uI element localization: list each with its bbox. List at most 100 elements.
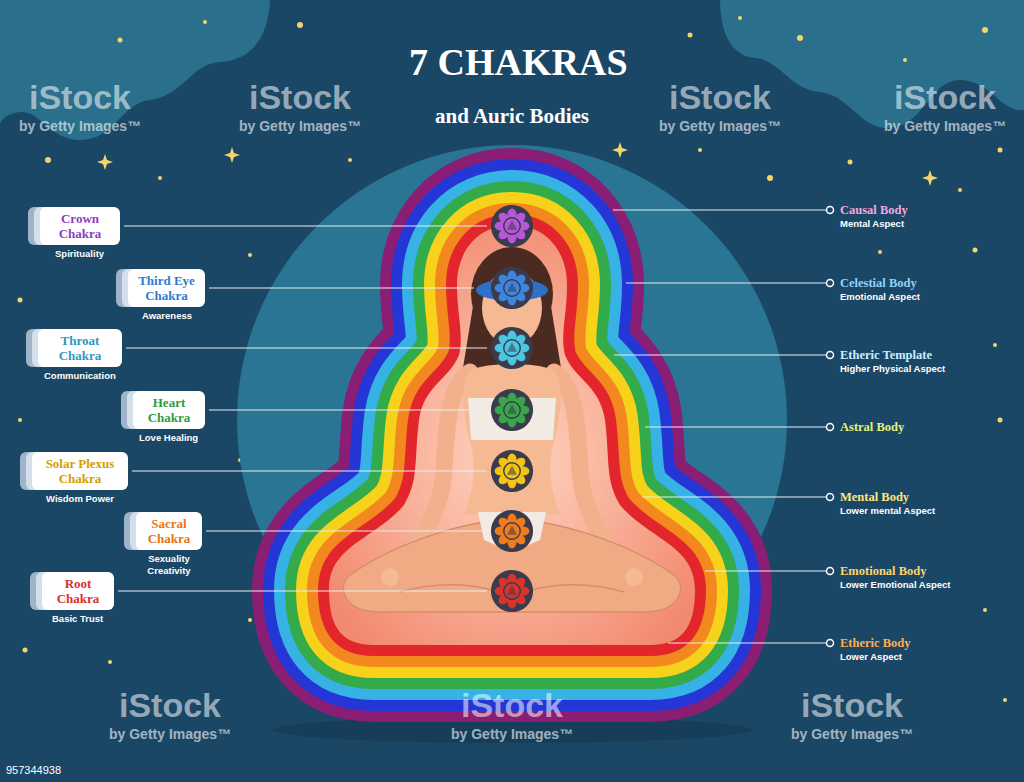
watermark: by Getty Images™ bbox=[109, 726, 231, 742]
aura-aspect: Lower mental Aspect bbox=[840, 505, 935, 517]
watermark: by Getty Images™ bbox=[451, 726, 573, 742]
star-dot bbox=[45, 157, 51, 163]
image-id: 957344938 bbox=[6, 764, 61, 777]
leader-dot bbox=[827, 494, 834, 501]
chakra-name: Throat Chakra bbox=[42, 333, 118, 363]
star-dot bbox=[738, 16, 742, 20]
chakra-label-box: Sacral Chakra bbox=[136, 512, 202, 550]
chakra-name: Root Chakra bbox=[46, 576, 110, 606]
watermark: by Getty Images™ bbox=[659, 118, 781, 134]
star-dot bbox=[698, 148, 702, 152]
star-dot bbox=[848, 160, 853, 165]
chakra-meaning: Awareness bbox=[142, 310, 192, 322]
star-sparkle bbox=[612, 142, 628, 158]
star-dot bbox=[348, 158, 352, 162]
crown-symbol bbox=[491, 205, 533, 247]
leader-line bbox=[126, 347, 487, 348]
aura-aspect: Lower Aspect bbox=[840, 651, 902, 663]
aura-name: Mental Body bbox=[840, 490, 909, 504]
chakra-meaning: Love Healing bbox=[139, 432, 198, 444]
chakra-name: Solar Plexus Chakra bbox=[36, 456, 124, 486]
star-dot bbox=[878, 250, 882, 254]
star-dot bbox=[18, 418, 22, 422]
chakra-name: Sacral Chakra bbox=[140, 516, 198, 546]
leader-line bbox=[124, 225, 487, 226]
hand bbox=[381, 568, 399, 586]
star-dot bbox=[797, 35, 803, 41]
aura-leaders bbox=[613, 210, 826, 643]
stars bbox=[18, 16, 1008, 702]
leader-line bbox=[613, 209, 826, 210]
leader-line bbox=[668, 642, 826, 643]
star-dot bbox=[158, 176, 162, 180]
watermark: iStock bbox=[119, 688, 221, 722]
watermark: iStock bbox=[894, 80, 996, 114]
leader-line bbox=[705, 570, 826, 571]
leader-line bbox=[614, 354, 826, 355]
chakra-node: Third Eye ChakraAwareness bbox=[128, 269, 205, 307]
star-dot bbox=[248, 253, 252, 257]
sacral-symbol bbox=[491, 510, 533, 552]
chakra-label-box: Crown Chakra bbox=[40, 207, 120, 245]
star-dot bbox=[983, 608, 987, 612]
leader-line bbox=[209, 409, 487, 410]
chakra-node: Solar Plexus ChakraWisdom Power bbox=[32, 452, 128, 490]
leader-dot bbox=[827, 352, 834, 359]
root-symbol bbox=[491, 570, 533, 612]
aura-name: Astral Body bbox=[840, 420, 904, 434]
aura-aspect: Mental Aspect bbox=[840, 218, 904, 230]
aura-aspect: Higher Physical Aspect bbox=[840, 363, 945, 375]
diagram-title: 7 CHAKRAS bbox=[409, 40, 628, 84]
aura-aspect: Emotional Aspect bbox=[840, 291, 920, 303]
watermark: iStock bbox=[29, 80, 131, 114]
star-dot bbox=[203, 20, 207, 24]
heart-symbol bbox=[491, 389, 533, 431]
chakra-name: Third Eye Chakra bbox=[132, 273, 201, 303]
leader-line bbox=[645, 426, 826, 427]
star-dot bbox=[118, 38, 123, 43]
subtitle: and Auric Bodies bbox=[435, 104, 589, 128]
star-dot bbox=[688, 33, 693, 38]
leader-dots bbox=[827, 207, 834, 647]
chakra-label-box: Heart Chakra bbox=[133, 391, 205, 429]
chakra-node: Root ChakraBasic Trust bbox=[42, 572, 114, 610]
star-dot bbox=[18, 298, 23, 303]
leader-line bbox=[626, 282, 826, 283]
star-dot bbox=[108, 660, 112, 664]
figure bbox=[343, 247, 681, 612]
watermark: by Getty Images™ bbox=[239, 118, 361, 134]
watermark: iStock bbox=[801, 688, 903, 722]
aura-name: Celestial Body bbox=[840, 276, 917, 290]
cloud bbox=[0, 0, 270, 140]
watermark: by Getty Images™ bbox=[884, 118, 1006, 134]
star-dot bbox=[958, 188, 962, 192]
star-dot bbox=[297, 22, 303, 28]
watermark: by Getty Images™ bbox=[19, 118, 141, 134]
star-dot bbox=[1003, 698, 1007, 702]
watermark: iStock bbox=[249, 80, 351, 114]
chakra-node: Crown ChakraSpirituality bbox=[40, 207, 120, 245]
leader-dot bbox=[827, 568, 834, 575]
star-sparkle bbox=[224, 147, 240, 163]
star-dot bbox=[998, 418, 1003, 423]
chakra-label-box: Third Eye Chakra bbox=[128, 269, 205, 307]
aura-name: Causal Body bbox=[840, 203, 908, 217]
leader-line bbox=[132, 470, 487, 471]
watermark: by Getty Images™ bbox=[791, 726, 913, 742]
backdrop-circle bbox=[237, 145, 787, 695]
torso bbox=[463, 364, 561, 515]
leader-dot bbox=[827, 280, 834, 287]
star-sparkle bbox=[922, 170, 938, 186]
chakra-meaning: Spirituality bbox=[55, 248, 104, 260]
leader-line bbox=[642, 496, 826, 497]
aura-name: Etheric Body bbox=[840, 636, 910, 650]
star-dot bbox=[982, 27, 988, 33]
star-dot bbox=[248, 618, 252, 622]
leader-line bbox=[206, 530, 487, 531]
leader-dot bbox=[827, 640, 834, 647]
chakra-name: Crown Chakra bbox=[44, 211, 116, 241]
aura-name: Emotional Body bbox=[840, 564, 926, 578]
star-dot bbox=[23, 648, 28, 653]
